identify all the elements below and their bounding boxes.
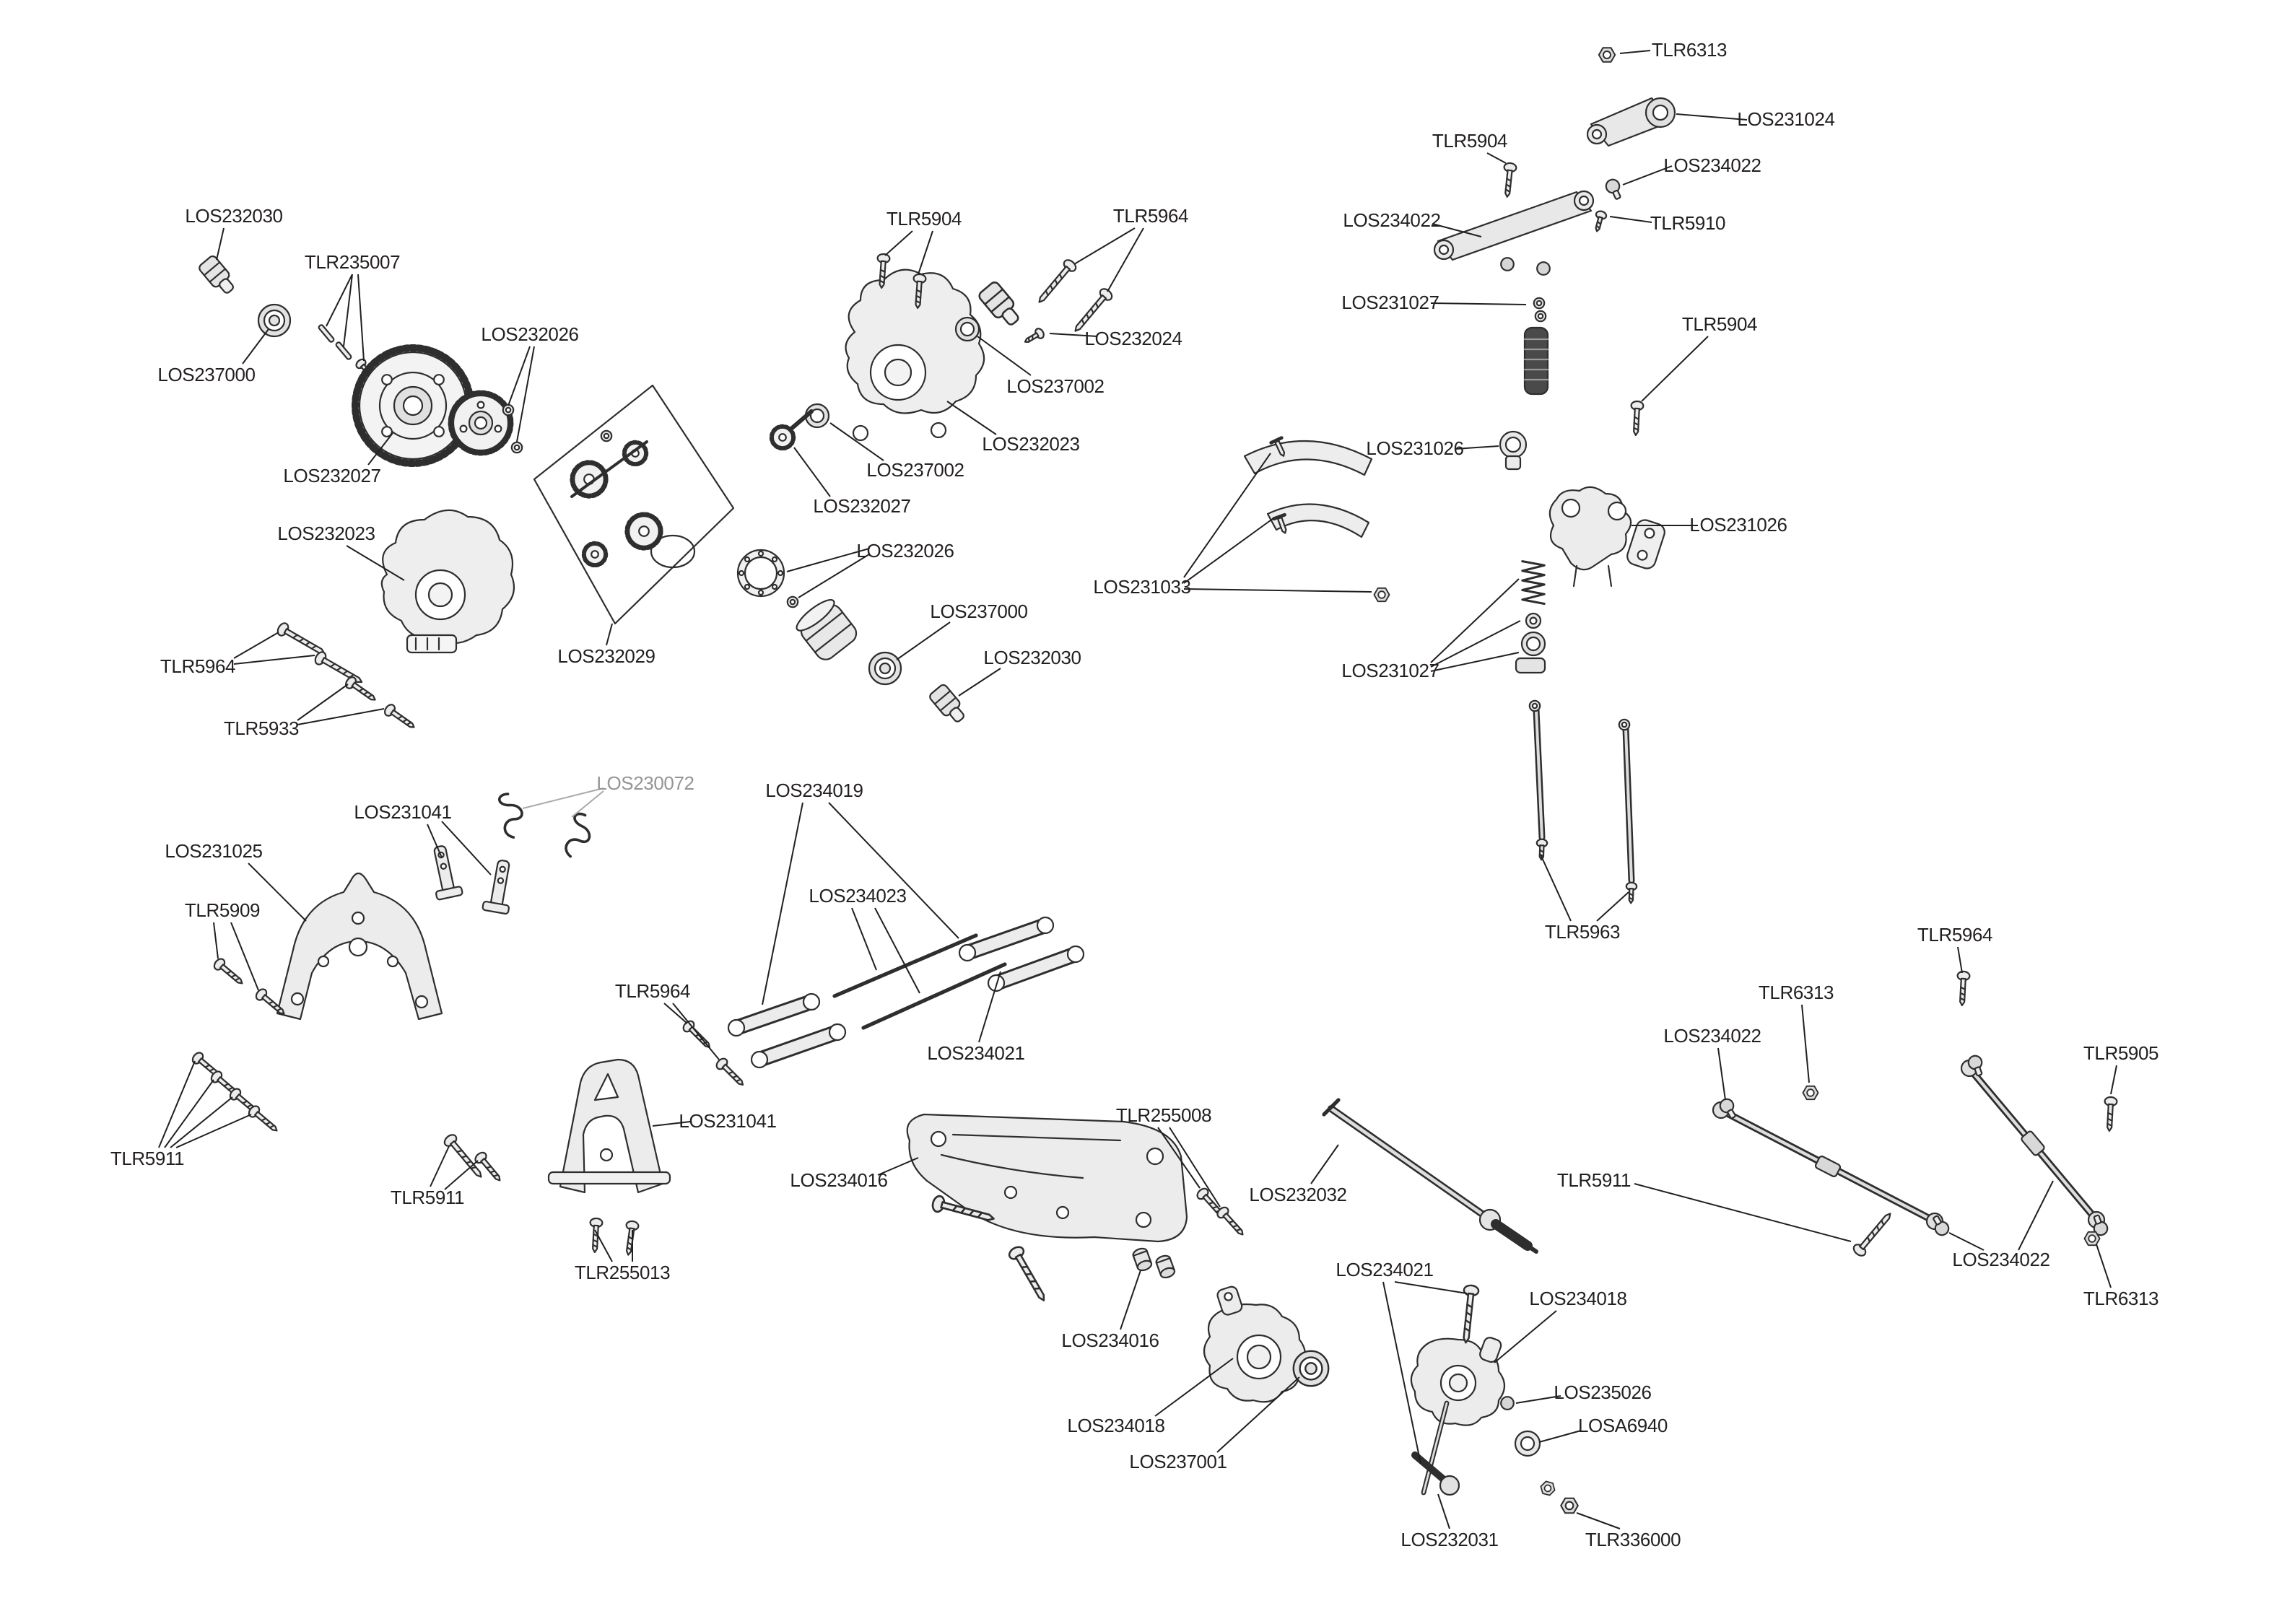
linkage-assembly: [680, 916, 1085, 1091]
diff-assembly: [196, 253, 970, 733]
transmission-assembly: [771, 253, 1115, 449]
leader-lines: [158, 50, 2117, 1529]
parts-layer: [189, 47, 2118, 1514]
leader-lines-muted: [522, 787, 604, 818]
arm-hub-assembly: [906, 1098, 1579, 1514]
tower-assembly: [189, 790, 671, 1257]
steering-assembly: [1243, 47, 1676, 904]
turnbuckle-assembly: [1712, 970, 2118, 1259]
